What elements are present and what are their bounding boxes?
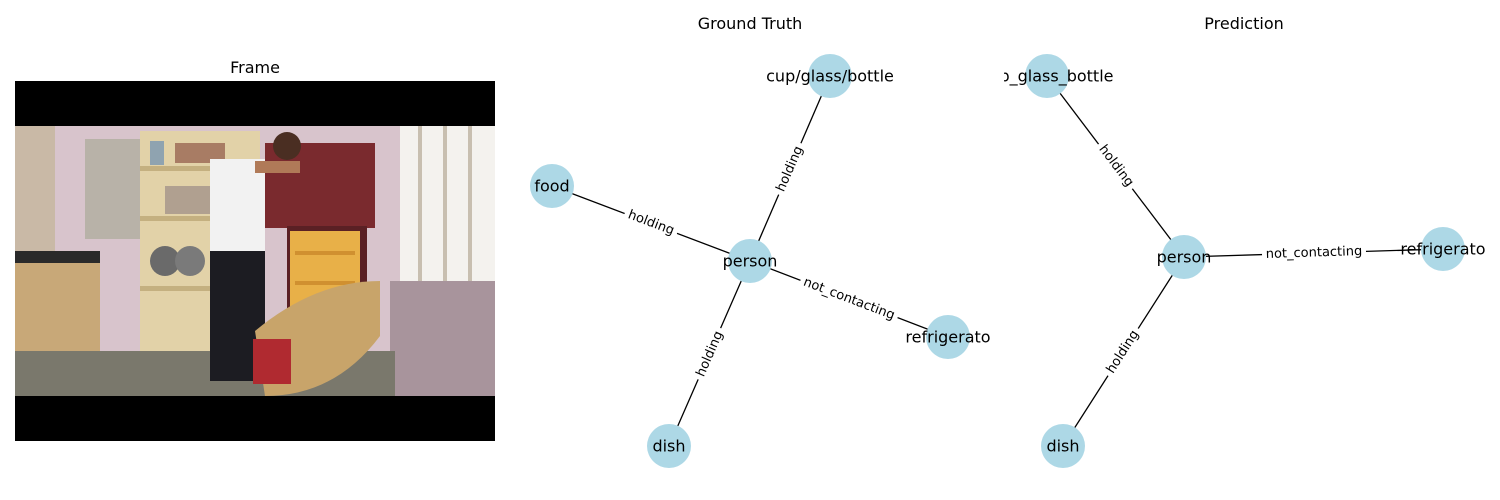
pred-edges xyxy=(1046,75,1444,447)
gt-edge-label-person-dish: holding xyxy=(693,329,726,379)
gt-node-label-dish: dish xyxy=(652,437,685,456)
pred-nodes xyxy=(1025,54,1465,468)
gt-node-cup xyxy=(808,54,852,98)
pred-node-labels: person cup_glass_bottle refrigerato dish xyxy=(1004,67,1486,456)
gt-node-person xyxy=(728,239,772,283)
gt-edge-label-person-cup: holding xyxy=(774,144,807,194)
frame-title: Frame xyxy=(230,58,280,77)
pred-edge-label-person-refrigerator: not_contacting xyxy=(1266,244,1363,262)
prediction-graph: holding not_contacting holding person cu… xyxy=(1004,0,1494,500)
pred-node-dish xyxy=(1041,424,1085,468)
pred-node-person xyxy=(1162,235,1206,279)
pred-node-label-person: person xyxy=(1157,248,1212,267)
gt-node-labels: person cup/glass/bottle food refrigerato… xyxy=(534,67,990,456)
video-frame xyxy=(15,81,495,441)
video-frame-image xyxy=(15,81,495,441)
pred-edge-label-person-cup: holding xyxy=(1095,142,1136,189)
gt-node-label-cup: cup/glass/bottle xyxy=(766,67,894,86)
pred-edge-labels: holding not_contacting holding xyxy=(1091,137,1367,381)
pred-node-cup xyxy=(1025,54,1069,98)
gt-edge-label-person-refrigerator: not_contacting xyxy=(801,275,897,324)
pred-node-label-refrigerator: refrigerato xyxy=(1400,240,1485,259)
ground-truth-title: Ground Truth xyxy=(697,14,803,33)
ground-truth-graph: holding holding not_contacting holding xyxy=(505,0,995,500)
pred-node-label-cup: cup_glass_bottle xyxy=(1004,67,1113,87)
prediction-title: Prediction xyxy=(1204,14,1284,33)
gt-node-label-food: food xyxy=(534,177,569,196)
pred-node-refrigerator xyxy=(1421,227,1465,271)
gt-nodes xyxy=(530,54,970,468)
gt-edge-label-person-food: holding xyxy=(626,207,676,238)
gt-node-label-refrigerator: refrigerato xyxy=(905,328,990,347)
gt-node-dish xyxy=(647,424,691,468)
gt-node-label-person: person xyxy=(723,252,778,271)
pred-node-label-dish: dish xyxy=(1046,437,1079,456)
prediction-graph-svg: holding not_contacting holding person cu… xyxy=(1004,54,1486,468)
gt-node-food xyxy=(530,164,574,208)
ground-truth-graph-svg: holding holding not_contacting holding xyxy=(530,54,991,468)
gt-node-refrigerator xyxy=(926,315,970,359)
